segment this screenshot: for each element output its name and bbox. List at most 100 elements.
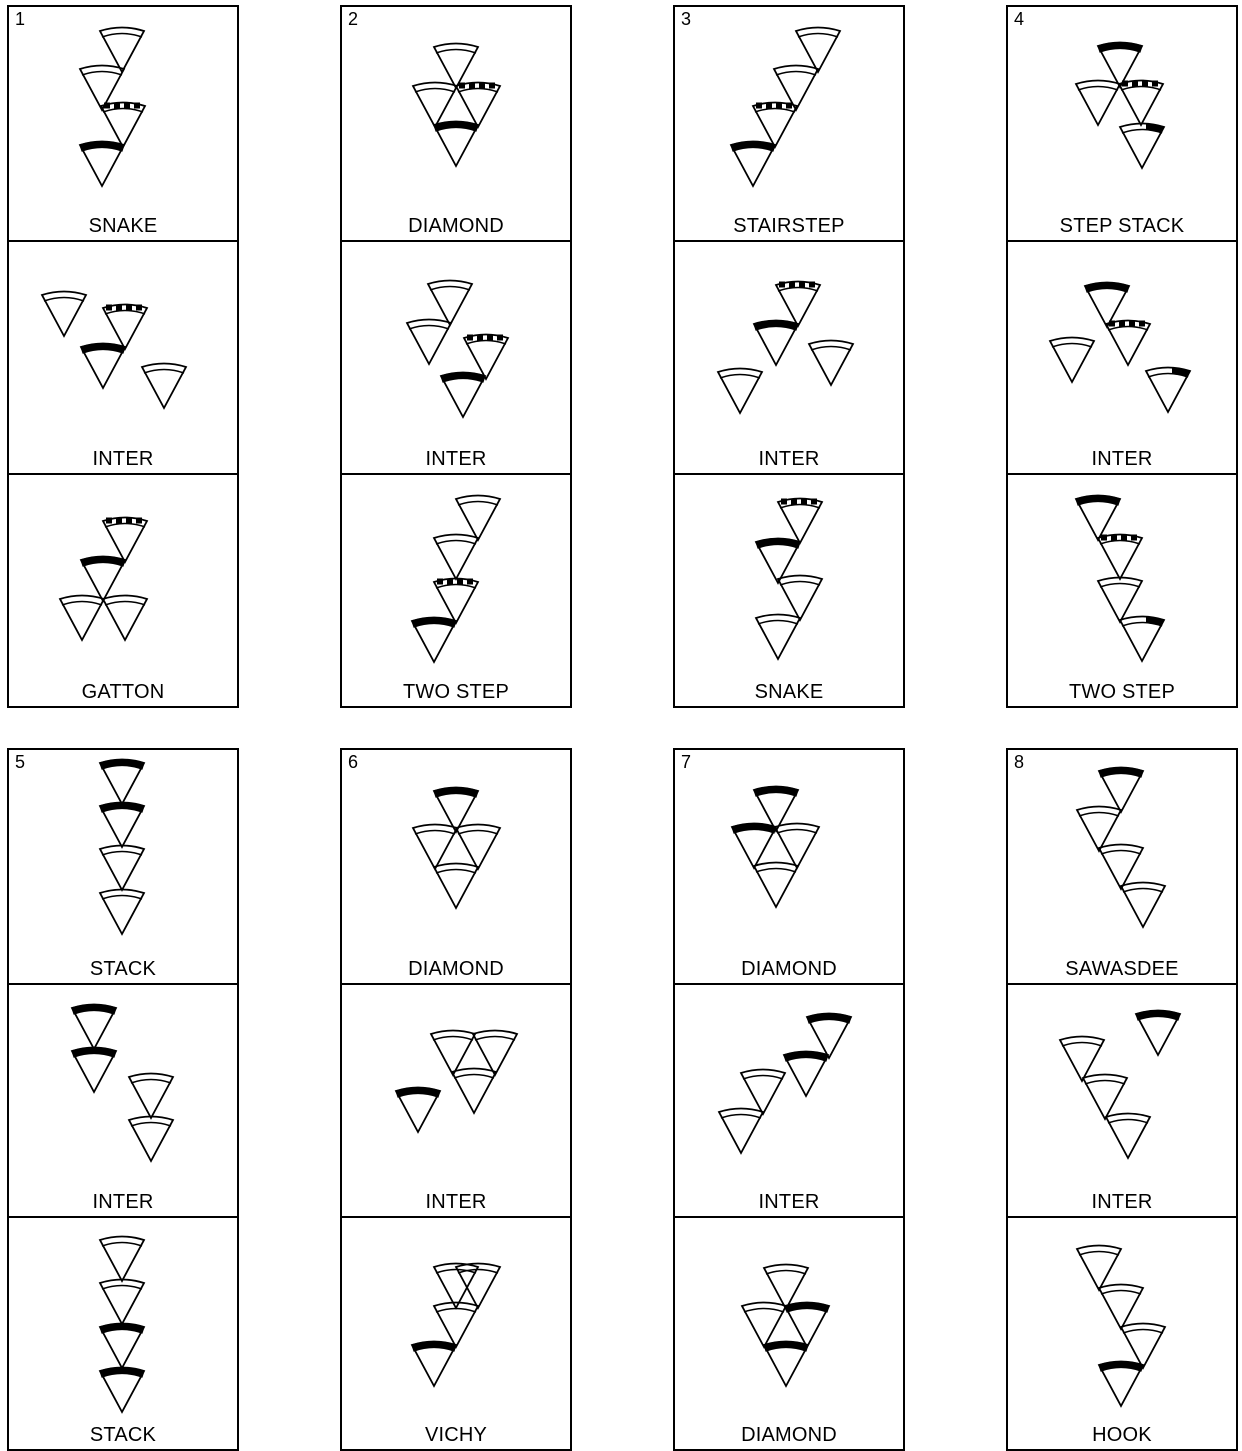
formation-name: DIAMOND: [675, 957, 903, 981]
formation-name: SNAKE: [9, 214, 237, 238]
jumper-plain: [1077, 1246, 1121, 1291]
jumper-plain: [1098, 578, 1142, 623]
formation-cell: VICHY: [342, 1216, 570, 1449]
formation-diagram: [1008, 750, 1236, 983]
jumper-striped: [101, 103, 145, 148]
jumper-plain: [452, 1069, 496, 1114]
jumper-striped: [103, 305, 147, 350]
formation-name: SNAKE: [675, 680, 903, 704]
jumper-solid: [754, 321, 798, 366]
formation-name: VICHY: [342, 1423, 570, 1447]
jumper-plain: [407, 320, 451, 365]
formation-cell: 4 STEP STACK: [1008, 7, 1236, 240]
jumper-solid: [731, 142, 775, 187]
jumper-plain: [775, 824, 819, 869]
jumper-striped: [1106, 321, 1150, 366]
formation-cell: STACK: [9, 1216, 237, 1449]
formation-name: GATTON: [9, 680, 237, 704]
formation-cell: INTER: [675, 983, 903, 1216]
sequence-group-6: 6 DIAMOND INTER VICHY: [340, 748, 572, 1451]
sequence-group-3: 3 STAIRSTEP INTER SNAKE: [673, 5, 905, 708]
formation-diagram: [675, 475, 903, 708]
formation-name: INTER: [675, 1190, 903, 1214]
formation-name: STACK: [9, 1423, 237, 1447]
formation-diagram: [9, 1218, 237, 1451]
sequence-group-4: 4 STEP STACK INTER TWO STEP: [1006, 5, 1238, 708]
jumper-striped: [103, 518, 147, 563]
jumper-plain: [100, 846, 144, 891]
formation-diagram: [675, 7, 903, 240]
formation-diagram: [1008, 475, 1236, 708]
formation-name: INTER: [1008, 1190, 1236, 1214]
formation-name: TWO STEP: [1008, 680, 1236, 704]
formation-diagram: [342, 475, 570, 708]
jumper-plain: [1099, 1285, 1143, 1330]
jumper-striped: [753, 103, 797, 148]
formation-diagram: [675, 242, 903, 475]
formation-name: DIAMOND: [342, 957, 570, 981]
jumper-plain: [456, 496, 500, 541]
jumper-plain: [778, 576, 822, 621]
jumper-solid: [764, 1342, 808, 1387]
jumper-plain: [100, 1237, 144, 1282]
formation-cell: INTER: [1008, 983, 1236, 1216]
formation-cell: INTER: [342, 240, 570, 473]
jumper-plain: [100, 890, 144, 935]
formation-diagram: [9, 475, 237, 708]
jumper-plain: [434, 864, 478, 909]
formation-diagram: [1008, 1218, 1236, 1451]
formation-cell: SNAKE: [675, 473, 903, 706]
jumper-plain: [100, 1280, 144, 1325]
jumper-plain: [434, 535, 478, 580]
formation-name: INTER: [9, 1190, 237, 1214]
jumper-solid: [1099, 768, 1143, 813]
formation-diagram: [675, 985, 903, 1218]
formation-diagram: [9, 242, 237, 475]
formation-cell: 2 DIAMOND: [342, 7, 570, 240]
jumper-striped: [778, 499, 822, 544]
formation-diagram: [1008, 985, 1236, 1218]
jumper-solid: [100, 760, 144, 805]
formation-diagram: [675, 1218, 903, 1451]
jumper-solid: [412, 618, 456, 663]
jumper-striped: [1098, 535, 1142, 580]
formation-cell: TWO STEP: [1008, 473, 1236, 706]
jumper-plain: [413, 83, 457, 128]
jumper-solid: [1136, 1011, 1180, 1056]
formation-cell: INTER: [342, 983, 570, 1216]
sequence-group-1: 1 SNAKE INTER GATTON: [7, 5, 239, 708]
jumper-solid: [80, 142, 124, 187]
jumper-plain: [1050, 338, 1094, 383]
jumper-plain: [103, 596, 147, 641]
formation-diagram: [1008, 7, 1236, 240]
jumper-plain: [741, 1070, 785, 1115]
jumper-solid: [412, 1342, 456, 1387]
jumper-striped: [776, 282, 820, 327]
jumper-striped: [456, 83, 500, 128]
jumper-solid: [100, 803, 144, 848]
jumper-solid: [732, 824, 776, 869]
formation-cell: DIAMOND: [675, 1216, 903, 1449]
jumper-plain: [1076, 81, 1120, 126]
formation-name: INTER: [675, 447, 903, 471]
formation-name: HOOK: [1008, 1423, 1236, 1447]
formation-name: INTER: [342, 447, 570, 471]
formation-diagram: [1008, 242, 1236, 475]
jumper-striped: [434, 579, 478, 624]
formation-diagram: [9, 7, 237, 240]
jumper-plain: [60, 596, 104, 641]
formation-name: STAIRSTEP: [675, 214, 903, 238]
jumper-solid: [81, 557, 125, 602]
formation-cell: HOOK: [1008, 1216, 1236, 1449]
formation-name: INTER: [1008, 447, 1236, 471]
jumper-solid: [785, 1303, 829, 1348]
formation-cell: INTER: [9, 983, 237, 1216]
formation-name: STACK: [9, 957, 237, 981]
jumper-solid: [72, 1048, 116, 1093]
formation-diagram: [342, 750, 570, 983]
formation-diagram: [342, 242, 570, 475]
jumper-plain: [42, 292, 86, 337]
sequence-group-5: 5 STACK INTER STACK: [7, 748, 239, 1451]
formation-name: TWO STEP: [342, 680, 570, 704]
jumper-plain: [719, 1109, 763, 1154]
